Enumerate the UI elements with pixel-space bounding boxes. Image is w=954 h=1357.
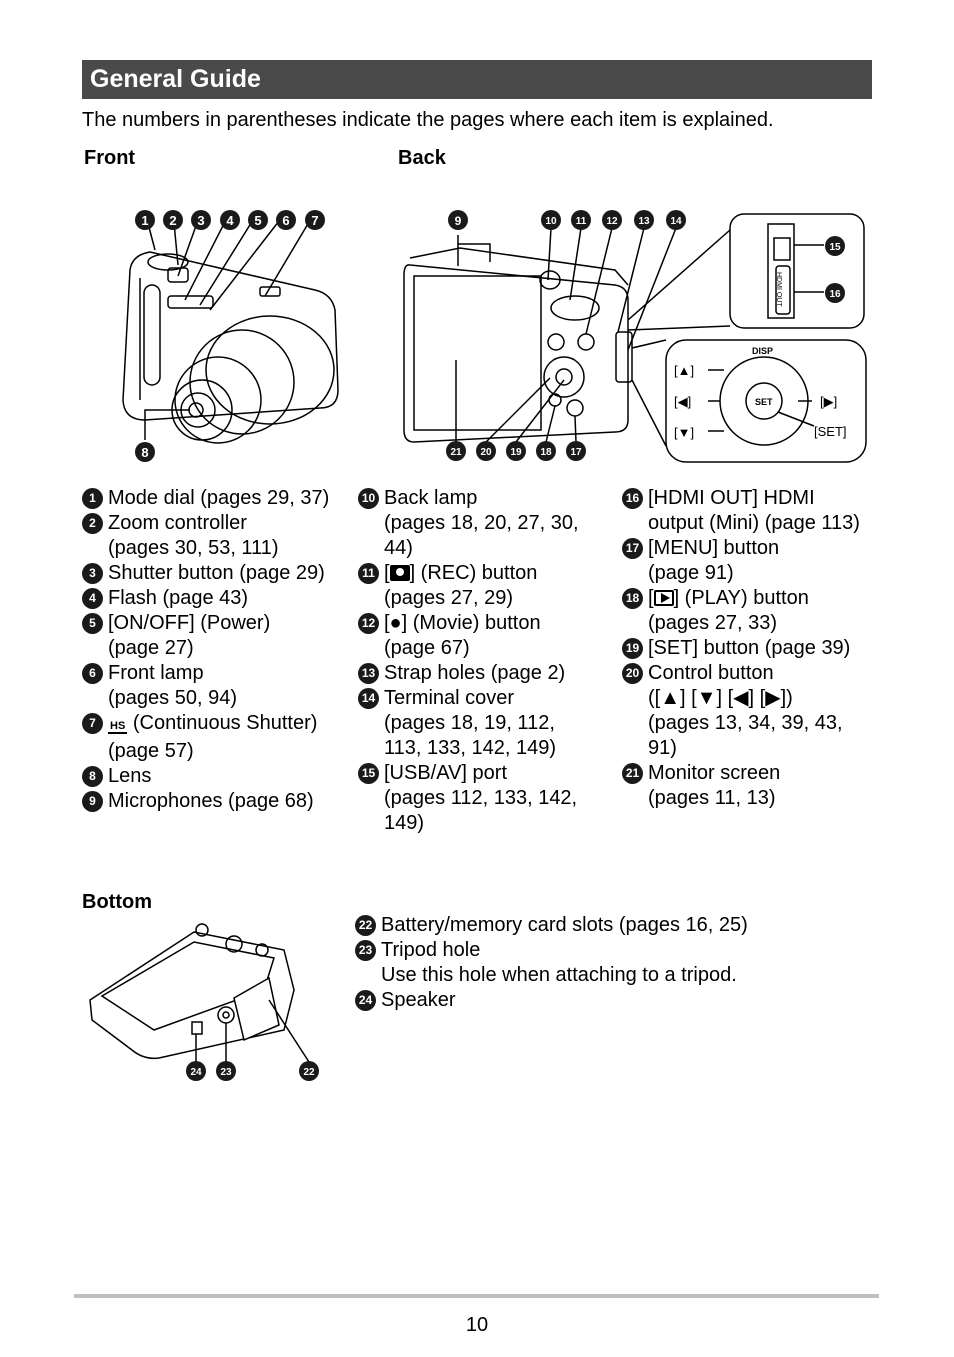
bottom-label: Bottom [82,891,152,913]
svg-text:12: 12 [606,216,618,227]
set-label: [SET] [814,424,847,439]
front-label: Front [84,147,136,169]
svg-text:18: 18 [540,447,552,458]
svg-text:24: 24 [190,1067,202,1078]
callout-3: 3 [191,210,211,230]
callout-20: 20 [476,441,496,461]
list-item: 15[USB/AV] port(pages 112, 133, 142,149) [358,761,620,836]
callout-1: 1 [135,210,155,230]
svg-text:20: 20 [480,447,492,458]
svg-text:14: 14 [670,216,682,227]
svg-text:4: 4 [226,213,234,228]
svg-text:3: 3 [197,213,204,228]
callout-18: 18 [536,441,556,461]
page-number: 10 [465,1314,489,1336]
dpad-right-label: [▶] [820,394,837,409]
list-item: 5[ON/OFF] (Power)(page 27) [82,611,352,661]
footer-divider [74,1294,879,1298]
svg-text:7: 7 [311,213,318,228]
list-item: 12[●] (Movie) button(page 67) [358,611,620,661]
callout-12: 12 [602,210,622,230]
set-button-text: SET [755,397,773,407]
callout-22: 22 [299,1061,319,1081]
list-item: 17[MENU] button(page 91) [622,536,878,586]
callout-21: 21 [446,441,466,461]
list-item: 11[] (REC) button(pages 27, 29) [358,561,620,611]
hdmi-port-text: HDMI OUT [775,272,782,307]
play-icon [653,590,674,606]
svg-text:1: 1 [141,213,148,228]
svg-text:9: 9 [455,214,462,228]
callout-11: 11 [571,210,591,230]
callout-13: 13 [634,210,654,230]
list-item: 19[SET] button (page 39) [622,636,878,661]
dpad-left-label: [◀] [674,394,691,409]
svg-text:17: 17 [570,447,582,458]
svg-text:5: 5 [254,213,261,228]
back-camera-illustration: [▲] [◀] [▼] [▶] [SET] DISP SET HDMI OUT … [403,210,867,463]
callout-15: 15 [825,236,845,256]
svg-text:19: 19 [510,447,522,458]
bottom-camera-illustration: 24 23 22 [89,923,319,1081]
callout-5: 5 [248,210,268,230]
dpad-down-label: [▼] [674,425,694,440]
callout-19: 19 [506,441,526,461]
front-camera-illustration: 1 2 3 4 5 6 7 8 [122,210,339,462]
intro-text: The numbers in parentheses indicate the … [82,109,774,131]
svg-text:21: 21 [450,447,462,458]
callout-10: 10 [541,210,561,230]
callout-8: 8 [135,442,155,462]
continuous-shutter-icon: HS [108,720,128,734]
svg-text:11: 11 [576,216,587,227]
callout-24: 24 [186,1061,206,1081]
callout-7: 7 [305,210,325,230]
callout-14: 14 [666,210,686,230]
callout-9: 9 [448,210,468,230]
svg-text:2: 2 [169,213,176,228]
callout-17: 17 [566,441,586,461]
callout-16: 16 [825,283,845,303]
svg-text:13: 13 [638,216,650,227]
callout-4: 4 [220,210,240,230]
svg-text:10: 10 [545,216,557,227]
callout-6: 6 [276,210,296,230]
callout-2: 2 [163,210,183,230]
svg-text:8: 8 [141,445,148,460]
svg-text:15: 15 [829,242,841,253]
camera-icon [389,565,410,581]
disp-label: DISP [752,346,773,356]
back-label: Back [398,147,446,169]
list-item: 18[] (PLAY) button(pages 27, 33) [622,586,878,636]
callout-23: 23 [216,1061,236,1081]
svg-text:23: 23 [220,1067,232,1078]
svg-text:22: 22 [303,1067,315,1078]
dpad-up-label: [▲] [674,363,694,378]
svg-text:6: 6 [282,213,289,228]
svg-text:16: 16 [829,289,841,300]
section-title: General Guide [82,60,872,99]
